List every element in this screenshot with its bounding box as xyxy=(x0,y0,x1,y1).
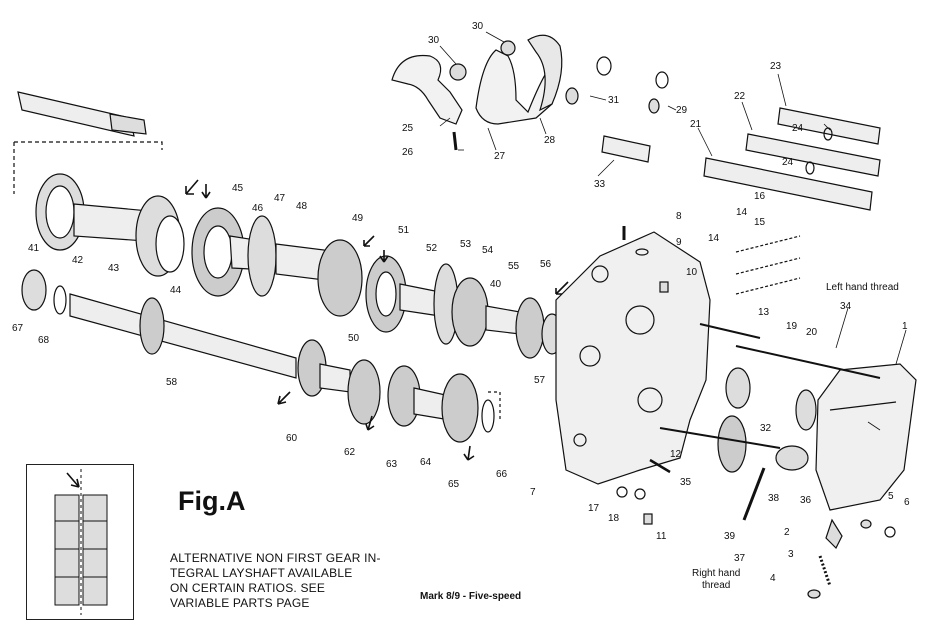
part-number-42: 42 xyxy=(72,255,84,266)
part-number-35: 35 xyxy=(680,477,692,488)
part-number-29: 29 xyxy=(676,105,688,116)
note-line: ON CERTAIN RATIOS. SEE xyxy=(170,581,326,595)
left-hand-thread-label: Left hand thread xyxy=(826,282,899,293)
leader-lines xyxy=(439,31,907,431)
part-number-17: 17 xyxy=(588,503,600,514)
part-number-15: 15 xyxy=(754,217,766,228)
part-number-27: 27 xyxy=(494,151,506,162)
part-number-12: 12 xyxy=(670,449,682,460)
note-line: VARIABLE PARTS PAGE xyxy=(170,596,310,610)
layshaft-drawing xyxy=(21,269,501,443)
part-number-34: 34 xyxy=(840,301,852,312)
part-number-44: 44 xyxy=(170,285,182,296)
right-hand-thread-line2: thread xyxy=(702,579,731,591)
part-number-33: 33 xyxy=(594,179,606,190)
selector-rods-drawing xyxy=(703,107,881,211)
note-line: TEGRAL LAYSHAFT AVAILABLE xyxy=(170,566,353,580)
part-number-46: 46 xyxy=(252,203,264,214)
part-number-49: 49 xyxy=(352,213,364,224)
part-number-50: 50 xyxy=(348,333,360,344)
part-number-65: 65 xyxy=(448,479,460,490)
part-number-23: 23 xyxy=(770,61,782,72)
rear-extension-drawing xyxy=(616,226,917,599)
figure-title: Fig.A xyxy=(178,486,246,516)
part-number-66: 66 xyxy=(496,469,508,480)
part-number-48: 48 xyxy=(296,201,308,212)
part-number-5: 5 xyxy=(888,491,894,502)
part-number-16: 16 xyxy=(754,191,766,202)
part-number-30: 30 xyxy=(472,21,484,32)
part-number-30: 30 xyxy=(428,35,440,46)
part-number-6: 6 xyxy=(904,497,910,508)
part-number-41: 41 xyxy=(28,243,40,254)
part-number-62: 62 xyxy=(344,447,356,458)
figure-caption: Mark 8/9 - Five-speed xyxy=(420,591,522,602)
alternative-layshaft-note: ALTERNATIVE NON FIRST GEAR IN- TEGRAL LA… xyxy=(170,551,381,611)
part-number-68: 68 xyxy=(38,335,50,346)
part-number-39: 39 xyxy=(724,531,736,542)
part-number-36: 36 xyxy=(800,495,812,506)
part-number-3: 3 xyxy=(788,549,794,560)
part-number-28: 28 xyxy=(544,135,556,146)
part-number-20: 20 xyxy=(806,327,818,338)
selector-forks-drawing xyxy=(391,34,669,163)
part-number-51: 51 xyxy=(398,225,410,236)
part-number-14: 14 xyxy=(736,207,748,218)
part-number-45: 45 xyxy=(232,183,244,194)
part-number-26: 26 xyxy=(402,147,414,158)
part-number-22: 22 xyxy=(734,91,746,102)
part-number-4: 4 xyxy=(770,573,776,584)
part-number-10: 10 xyxy=(686,267,698,278)
part-number-56: 56 xyxy=(540,259,552,270)
main-gear-train-drawing xyxy=(35,173,563,359)
right-hand-thread-line1: Right hand xyxy=(692,568,741,579)
inset-gear-drawing xyxy=(54,469,108,615)
part-number-2: 2 xyxy=(784,527,790,538)
integral-layshaft-inset xyxy=(26,464,134,620)
part-number-38: 38 xyxy=(768,493,780,504)
input-shaft-drawing xyxy=(13,91,163,194)
part-number-43: 43 xyxy=(108,263,120,274)
part-number-55: 55 xyxy=(508,261,520,272)
part-number-11: 11 xyxy=(656,531,667,542)
part-number-58: 58 xyxy=(166,377,178,388)
part-number-18: 18 xyxy=(608,513,620,524)
part-number-64: 64 xyxy=(420,457,432,468)
part-number-52: 52 xyxy=(426,243,438,254)
part-number-54: 54 xyxy=(482,245,494,256)
part-number-40: 40 xyxy=(490,279,502,290)
part-number-53: 53 xyxy=(460,239,472,250)
part-number-37: 37 xyxy=(734,553,746,564)
part-number-67: 67 xyxy=(12,323,24,334)
part-number-31: 31 xyxy=(608,95,620,106)
part-number-13: 13 xyxy=(758,307,770,318)
part-number-32: 32 xyxy=(760,423,772,434)
part-number-47: 47 xyxy=(274,193,286,204)
part-number-21: 21 xyxy=(690,119,702,130)
part-number-24: 24 xyxy=(782,157,794,168)
gearbox-case-drawing xyxy=(555,231,711,485)
part-number-7: 7 xyxy=(530,487,536,498)
part-number-1: 1 xyxy=(902,321,908,332)
part-number-57: 57 xyxy=(534,375,546,386)
indicator-arrows xyxy=(185,179,569,461)
part-number-8: 8 xyxy=(676,211,682,222)
part-number-63: 63 xyxy=(386,459,398,470)
part-number-60: 60 xyxy=(286,433,298,444)
note-line: ALTERNATIVE NON FIRST GEAR IN- xyxy=(170,551,381,565)
part-number-24: 24 xyxy=(792,123,804,134)
part-number-14: 14 xyxy=(708,233,720,244)
part-number-19: 19 xyxy=(786,321,798,332)
part-number-25: 25 xyxy=(402,123,414,134)
right-hand-thread-label: Right hand thread xyxy=(692,568,740,591)
part-number-9: 9 xyxy=(676,237,682,248)
